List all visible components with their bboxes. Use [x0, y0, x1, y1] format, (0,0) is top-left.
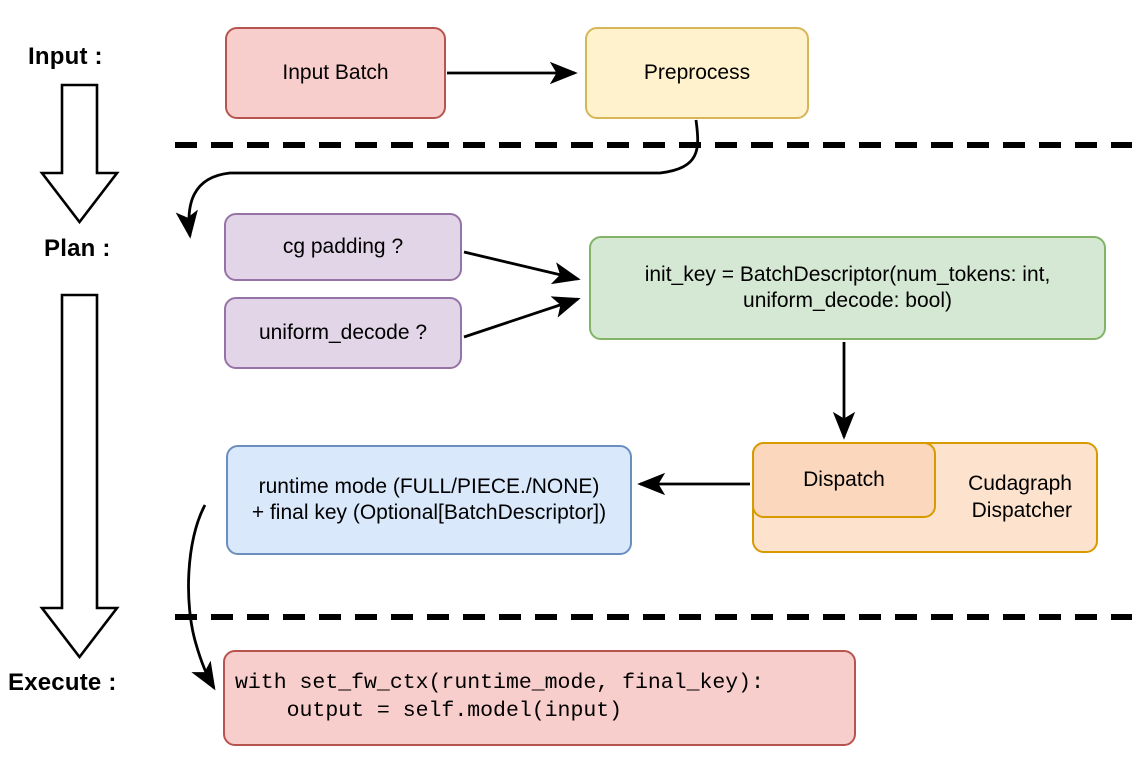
stage-label-plan: Plan :	[44, 235, 111, 262]
plan-to-execute-block-arrow	[39, 293, 120, 660]
node-input-batch-label: Input Batch	[282, 60, 389, 84]
node-uniform-decode[interactable]: uniform_decode ?	[224, 297, 462, 369]
node-cg-padding[interactable]: cg padding ?	[224, 213, 462, 281]
node-execute-code-line2: output = self.model(input)	[235, 699, 623, 723]
node-cudagraph-dispatcher-line2: Dispatcher	[971, 498, 1072, 522]
node-execute-code[interactable]: with set_fw_ctx(runtime_mode, final_key)…	[223, 650, 856, 746]
input-to-plan-block-arrow	[39, 83, 120, 225]
node-input-batch[interactable]: Input Batch	[225, 27, 446, 119]
arrow-uniform-decode-to-init-key	[463, 296, 581, 339]
node-preprocess[interactable]: Preprocess	[585, 27, 809, 119]
stage-label-execute: Execute :	[8, 669, 117, 696]
node-init-key-line1: init_key = BatchDescriptor(num_tokens: i…	[644, 262, 1051, 286]
node-runtime-mode-line1: runtime mode (FULL/PIECE./NONE)	[258, 474, 600, 498]
node-dispatch-label: Dispatch	[803, 467, 885, 491]
node-runtime-mode[interactable]: runtime mode (FULL/PIECE./NONE) + final …	[226, 445, 632, 555]
arrow-runtime-mode-to-execute	[187, 504, 216, 691]
node-preprocess-label: Preprocess	[643, 60, 751, 84]
node-dispatch[interactable]: Dispatch	[752, 442, 936, 518]
node-cg-padding-label: cg padding ?	[282, 234, 404, 258]
arrow-cg-padding-to-init-key	[463, 250, 581, 285]
node-uniform-decode-label: uniform_decode ?	[258, 320, 428, 344]
stage-label-input: Input :	[28, 43, 103, 70]
node-init-key[interactable]: init_key = BatchDescriptor(num_tokens: i…	[589, 236, 1106, 340]
node-cudagraph-dispatcher-line1: Cudagraph	[968, 472, 1072, 496]
node-init-key-line2: uniform_decode: bool)	[743, 289, 952, 312]
node-execute-code-line1: with set_fw_ctx(runtime_mode, final_key)…	[235, 671, 764, 696]
node-runtime-mode-line2: + final key (Optional[BatchDescriptor])	[251, 501, 607, 524]
